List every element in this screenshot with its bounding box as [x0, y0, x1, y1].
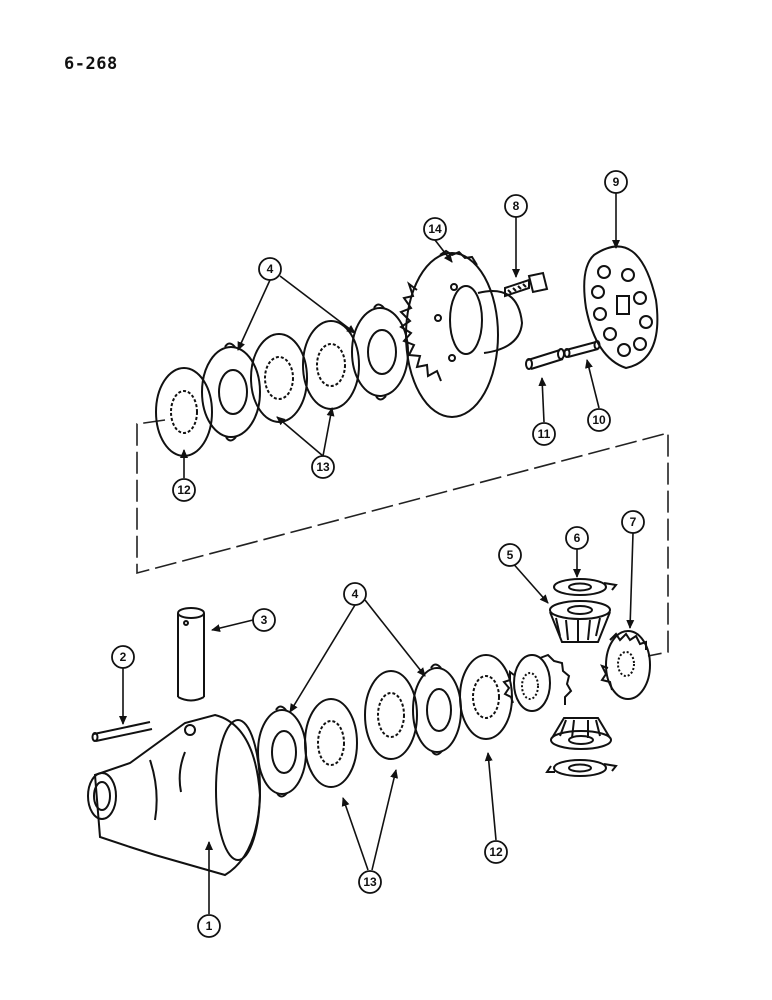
ring-gear	[399, 249, 524, 418]
pin-short	[563, 340, 601, 358]
pinion-gear-bottom	[550, 717, 612, 750]
svg-text:13: 13	[363, 875, 377, 889]
callout-12-bottom: 12	[484, 840, 508, 864]
callout-1: 1	[197, 914, 221, 938]
callout-group: 1 2 3 4 4 5 6 7 8 9 10 11 12 12 13 13 14	[111, 170, 645, 938]
callout-4-bottom: 4	[343, 582, 367, 606]
callout-8: 8	[504, 194, 528, 218]
svg-text:12: 12	[177, 483, 191, 497]
lock-plate	[583, 245, 659, 370]
callout-3: 3	[252, 608, 276, 632]
clutch-disc-bottom-2	[364, 670, 418, 760]
svg-text:13: 13	[316, 460, 330, 474]
assembly-dashed-outline	[136, 419, 669, 657]
callout-13-top: 13	[311, 455, 335, 479]
svg-text:1: 1	[206, 919, 213, 933]
callout-13-bottom: 13	[358, 870, 382, 894]
svg-text:2: 2	[120, 650, 127, 664]
friction-plate-bottom-1	[257, 705, 307, 798]
callout-14: 14	[423, 217, 447, 241]
pinion-washer-bottom	[545, 759, 618, 777]
svg-text:12: 12	[489, 845, 503, 859]
callout-12-top: 12	[172, 478, 196, 502]
callout-6: 6	[565, 526, 589, 550]
svg-text:4: 4	[267, 262, 274, 276]
svg-text:7: 7	[630, 515, 637, 529]
svg-text:8: 8	[513, 199, 520, 213]
cross-shaft	[177, 607, 205, 702]
callout-10: 10	[587, 408, 611, 432]
bolt	[504, 271, 549, 298]
svg-text:4: 4	[352, 587, 359, 601]
svg-text:6: 6	[574, 531, 581, 545]
callout-7: 7	[621, 510, 645, 534]
leader-lines	[119, 193, 635, 914]
callout-5: 5	[498, 543, 522, 567]
friction-plate-top-1	[201, 342, 261, 442]
page-number: 6-268	[64, 54, 118, 74]
side-gear	[502, 653, 573, 712]
callout-11: 11	[532, 422, 556, 446]
roll-pin	[91, 721, 153, 742]
svg-text:5: 5	[507, 548, 514, 562]
friction-plate-bottom-2	[412, 663, 462, 756]
callout-9: 9	[604, 170, 628, 194]
friction-plate-top-2	[351, 303, 409, 401]
pinion-washer-top	[553, 578, 618, 596]
svg-text:3: 3	[261, 613, 268, 627]
svg-text:9: 9	[613, 175, 620, 189]
callout-4-top: 4	[258, 257, 282, 281]
svg-text:10: 10	[592, 413, 606, 427]
clutch-disc-top-3	[302, 320, 360, 410]
pin-long	[525, 348, 565, 370]
svg-text:11: 11	[538, 427, 551, 441]
clutch-disc-bottom-3	[459, 654, 513, 740]
differential-case	[87, 713, 262, 877]
clutch-disc-bottom-1	[304, 698, 358, 788]
callout-2: 2	[111, 645, 135, 669]
pinion-gear-top	[549, 600, 611, 643]
pinion-gear-right	[600, 630, 651, 700]
svg-text:14: 14	[428, 222, 442, 236]
